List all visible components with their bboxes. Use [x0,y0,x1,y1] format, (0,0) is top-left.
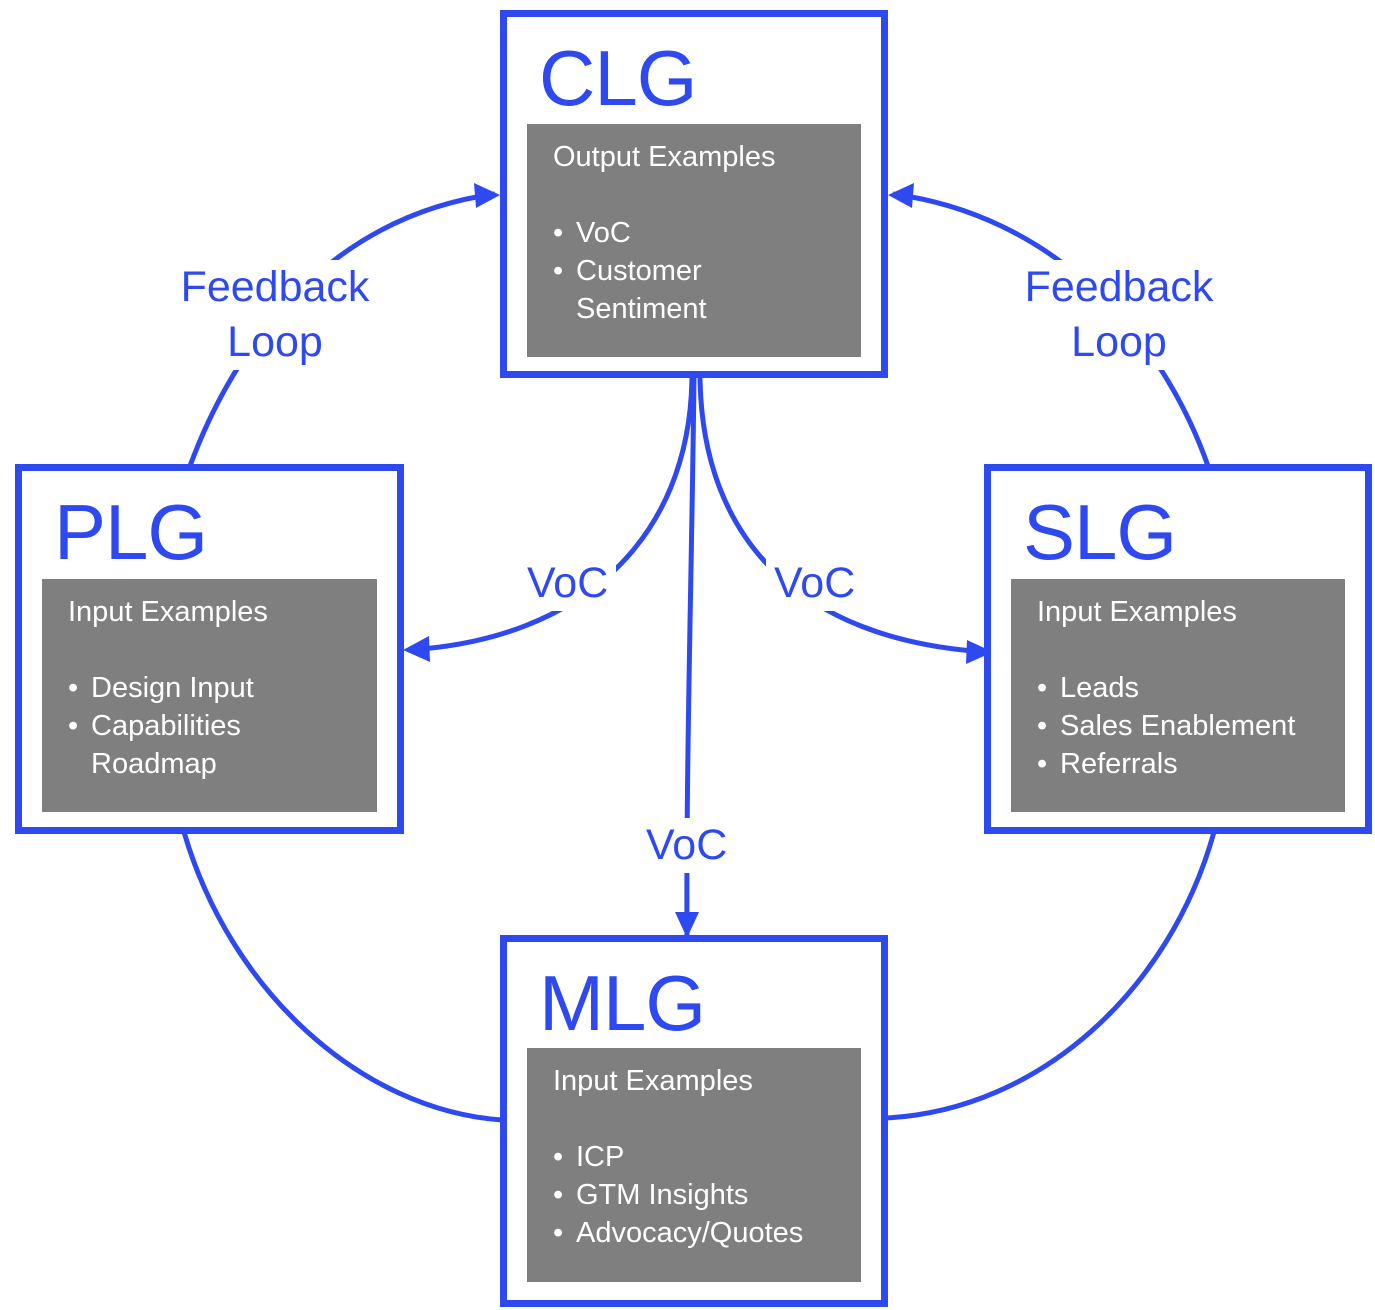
feedback-loop-label-left-line1: Feedback [180,263,370,311]
arrowhead-into-clg-left [474,183,500,208]
slg-title: SLG [1023,488,1177,576]
mlg-examples-list: ICP GTM Insights Advocacy/Quotes [553,1138,835,1252]
plg-example-item: Design Input [68,669,351,707]
slg-mlg-arc [885,831,1217,1121]
mlg-examples-panel: Input Examples ICP GTM Insights Advocacy… [527,1048,861,1282]
clg-examples-list: VoC Customer Sentiment [553,214,835,328]
arrowhead-into-mlg [675,912,699,938]
clg-example-item: VoC [553,214,835,252]
clg-examples-panel: Output Examples VoC Customer Sentiment [527,124,861,357]
slg-example-item: Referrals [1037,745,1319,783]
feedback-loop-label-right: Feedback Loop [1012,260,1226,370]
voc-label-right: VoC [766,556,864,611]
slg-examples-heading: Input Examples [1037,596,1237,628]
arrowhead-into-slg [966,640,993,664]
feedback-loop-label-right-line1: Feedback [1024,263,1214,311]
feedback-loop-label-left: Feedback Loop [168,260,382,370]
mlg-example-item: ICP [553,1138,835,1176]
slg-example-item: Sales Enablement [1037,707,1319,745]
voc-label-left: VoC [519,556,617,611]
clg-example-item: Customer Sentiment [553,252,726,328]
slg-example-item: Leads [1037,669,1319,707]
clg-examples-heading: Output Examples [553,141,776,173]
slg-box: SLG Input Examples Leads Sales Enablemen… [984,464,1372,834]
mlg-box: MLG Input Examples ICP GTM Insights Advo… [500,935,888,1307]
voc-label-center: VoC [638,818,736,873]
arrowhead-into-plg [403,636,430,662]
mlg-example-item: GTM Insights [553,1176,835,1214]
clg-title: CLG [539,34,697,122]
mlg-title: MLG [539,959,706,1047]
slg-examples-list: Leads Sales Enablement Referrals [1037,669,1319,783]
plg-box: PLG Input Examples Design Input Capabili… [15,464,404,834]
plg-examples-panel: Input Examples Design Input Capabilities… [42,579,377,812]
feedback-loop-label-left-line2: Loop [227,318,323,366]
mlg-examples-heading: Input Examples [553,1065,753,1097]
arrowhead-into-clg-right [888,183,914,208]
plg-mlg-arc [181,831,503,1123]
mlg-example-item: Advocacy/Quotes [553,1214,835,1252]
plg-example-item: Capabilities Roadmap [68,707,261,783]
plg-examples-list: Design Input Capabilities Roadmap [68,669,351,783]
slg-examples-panel: Input Examples Leads Sales Enablement Re… [1011,579,1345,812]
feedback-loop-label-right-line2: Loop [1071,318,1167,366]
plg-title: PLG [54,488,208,576]
plg-examples-heading: Input Examples [68,596,268,628]
clg-box: CLG Output Examples VoC Customer Sentime… [500,10,888,378]
